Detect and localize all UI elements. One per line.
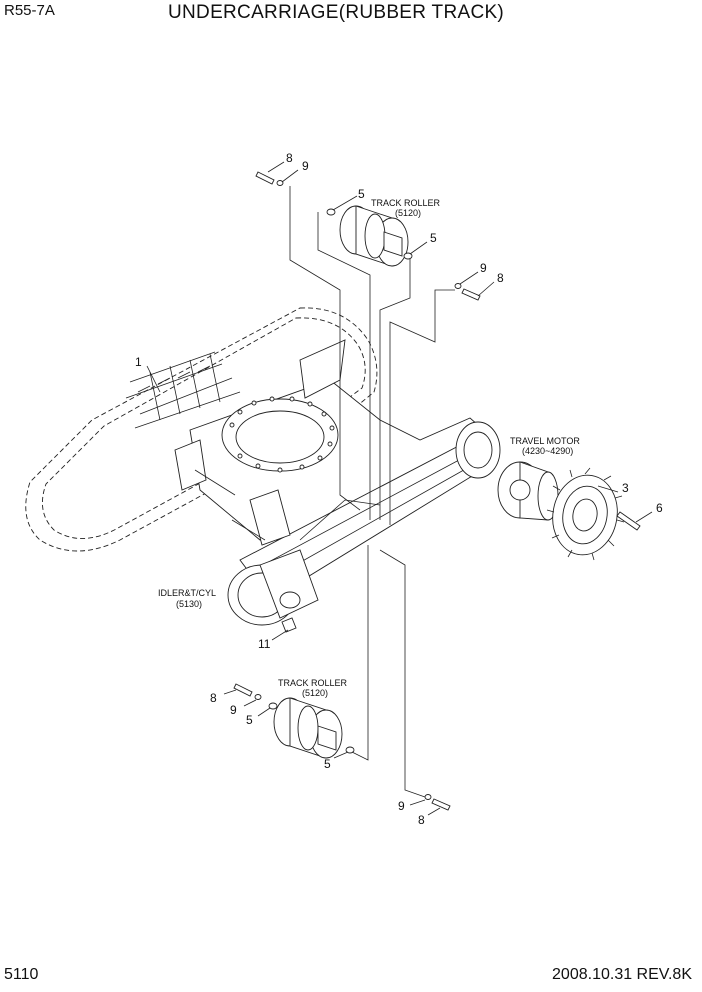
washer-9-bottom-right: [424, 794, 432, 800]
bearing-bolts: [229, 396, 335, 473]
callout-8-top-right: 8: [497, 271, 504, 285]
washer-5-bottom-left: [268, 702, 278, 710]
callout-8-bottom-right: 8: [418, 813, 425, 827]
track-roller-bottom: [273, 697, 343, 759]
label-track-roller-bottom-ref: (5120): [302, 688, 328, 698]
callout-9-bottom-right: 9: [398, 799, 405, 813]
bolt-8-top-right: [461, 288, 481, 301]
callout-5-bottom-left: 5: [246, 713, 253, 727]
washer-9-top-right: [454, 283, 462, 289]
label-track-roller-bottom: TRACK ROLLER: [278, 678, 348, 688]
washer-9-bottom-left: [254, 694, 262, 700]
callout-5-top-right: 5: [430, 231, 437, 245]
rubber-track: [25, 307, 378, 552]
sprocket: [546, 467, 625, 561]
callout-5-bottom-right: 5: [324, 757, 331, 771]
washer-5-bottom-right: [345, 746, 355, 754]
label-idler: IDLER&T/CYL: [158, 588, 216, 598]
bolt-8-bottom-left: [233, 683, 253, 697]
label-travel-motor-ref: (4230~4290): [522, 446, 573, 456]
washer-9-top-left: [276, 180, 284, 186]
label-idler-ref: (5130): [176, 599, 202, 609]
assembly-lines: [146, 161, 653, 816]
travel-motor: [497, 461, 559, 521]
grease-fitting-11: [281, 617, 297, 633]
callout-9-top-left: 9: [302, 159, 309, 173]
callout-8-bottom-left: 8: [210, 691, 217, 705]
page-title: UNDERCARRIAGE(RUBBER TRACK): [168, 2, 505, 23]
idler-assembly: [227, 549, 319, 633]
bolt-8-bottom-right: [431, 798, 451, 811]
callout-11: 11: [258, 637, 271, 651]
page-number: 5110: [4, 966, 39, 983]
callout-9-top-right: 9: [480, 261, 487, 275]
callout-6: 6: [656, 501, 663, 515]
label-track-roller-top-ref: (5120): [395, 208, 421, 218]
track-roller-top: [339, 205, 409, 267]
washer-5-top-left: [326, 208, 336, 216]
callout-8-top-left: 8: [286, 151, 293, 165]
revision-date: 2008.10.31 REV.8K: [552, 966, 692, 983]
label-travel-motor: TRAVEL MOTOR: [510, 436, 580, 446]
bolt-6: [616, 511, 641, 531]
label-track-roller-top: TRACK ROLLER: [371, 198, 441, 208]
callout-3: 3: [622, 481, 629, 495]
callout-9-bottom-left: 9: [230, 703, 237, 717]
track-frame: [174, 339, 501, 601]
callout-5-top-left: 5: [358, 187, 365, 201]
callout-1: 1: [135, 355, 142, 369]
model-code: R55-7A: [4, 2, 55, 19]
bolt-8-top-left: [255, 171, 275, 185]
washer-5-top-right: [403, 252, 413, 260]
